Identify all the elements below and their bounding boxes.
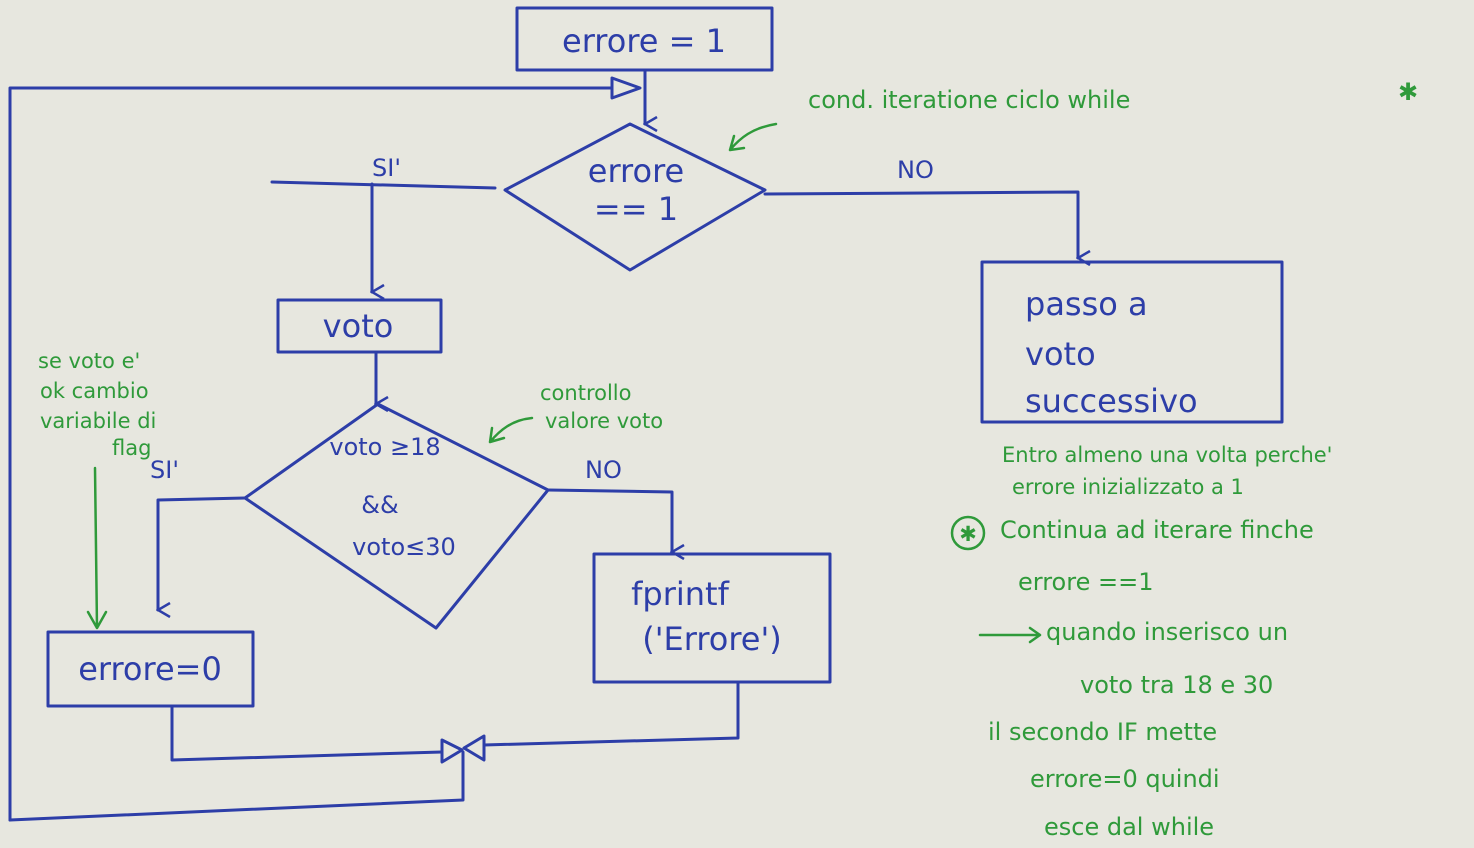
check-line3: voto≤30 (352, 533, 456, 561)
merge-arrow-left (440, 738, 464, 764)
next-line2: voto (1025, 335, 1096, 373)
loop-back-bottom-line (8, 750, 465, 822)
check-note-line2: valore voto (545, 409, 663, 433)
footnote-line3: Continua ad iterare finche (1000, 516, 1314, 544)
footnote-star-circle (950, 515, 986, 551)
check-no-line (546, 488, 672, 552)
merge-arrow-right (462, 734, 486, 762)
while-cond-line2: == 1 (594, 190, 678, 228)
footnote-star: ✱ (959, 522, 977, 546)
footnote-line8: errore=0 quindi (1030, 765, 1220, 793)
range-check-diamond (243, 402, 550, 630)
fprintf-line2: ('Errore') (642, 620, 782, 658)
next-line3: successivo (1025, 382, 1198, 420)
next-vote-box (980, 260, 1284, 424)
footnote-line5: quando inserisco un (1046, 618, 1288, 646)
loop-back-top-line (8, 86, 614, 822)
flag-note-arrow (86, 466, 108, 630)
while-condition-diamond (503, 122, 767, 272)
while-yes-line (270, 180, 497, 190)
check-note-arrow (488, 416, 534, 444)
while-cond-line1: errore (588, 152, 684, 190)
flag-note-line2: ok cambio (40, 379, 149, 403)
check-yes-label: SI' (150, 456, 179, 484)
set-error-box (46, 630, 255, 708)
footnote-line1: Entro almeno una volta perche' (1002, 443, 1332, 467)
flag-note-line1: se voto e' (38, 349, 140, 373)
read-voto-box (276, 298, 443, 354)
init-label: errore = 1 (562, 22, 726, 60)
footnote-line4: errore ==1 (1018, 568, 1153, 596)
fprintf-box (592, 552, 832, 684)
merge-right-line (482, 680, 740, 747)
next-line1: passo a (1025, 285, 1148, 323)
while-note-arrow (728, 122, 778, 152)
footnote-arrow (978, 626, 1042, 644)
junction-arrow-top (610, 76, 642, 100)
check-line2: && (361, 491, 398, 519)
set-error-label: errore=0 (78, 650, 222, 688)
flag-note-line4: flag (112, 436, 151, 460)
footnote-line7: il secondo IF mette (988, 718, 1217, 746)
merge-left-line (170, 704, 444, 762)
footnote-line6: voto tra 18 e 30 (1080, 671, 1273, 699)
footnote-line2: errore inizializzato a 1 (1012, 475, 1244, 499)
fprintf-line1: fprintf (631, 575, 729, 613)
check-line1: voto ≥18 (329, 433, 440, 461)
read-voto-label: voto (323, 307, 394, 345)
while-no-label: NO (897, 156, 934, 184)
flag-note-line3: variabile di (40, 409, 156, 433)
while-note-star: ✱ (1398, 78, 1418, 106)
check-yes-line (158, 496, 247, 610)
while-no-line (763, 190, 1078, 258)
footnote-line9: esce dal while (1044, 813, 1214, 841)
check-no-label: NO (585, 456, 622, 484)
while-note: cond. iteratione ciclo while (808, 86, 1130, 114)
while-yes-label: SI' (372, 154, 401, 182)
check-note-line1: controllo (540, 381, 631, 405)
